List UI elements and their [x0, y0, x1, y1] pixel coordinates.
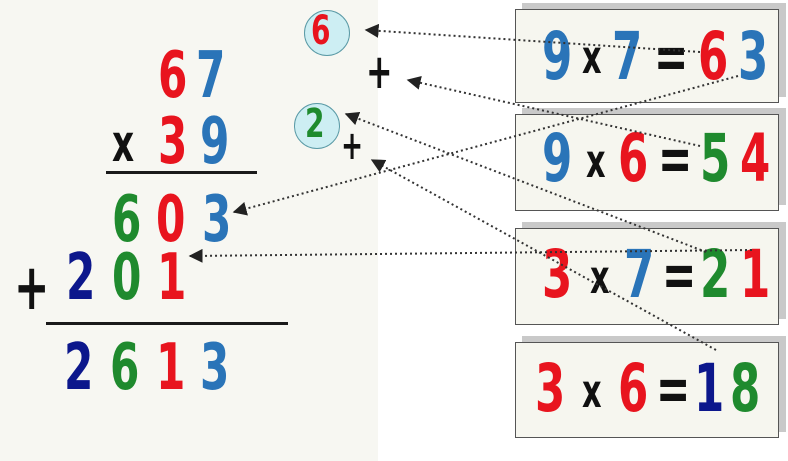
multiplication-panel: [0, 0, 378, 461]
carry-circle-1: [304, 10, 350, 56]
multiplicand-ones-digit: 7: [196, 39, 226, 113]
partial-product-2-digit-2: 0: [112, 241, 142, 315]
partial-product-2-digit-3: 1: [157, 241, 187, 315]
fact-box-3: [515, 228, 779, 325]
arrow-63-to-partial-3: [232, 75, 739, 216]
partial-product-2-digit-1: 2: [66, 241, 96, 315]
partial-product-1-digit-3: 3: [202, 183, 232, 257]
arrow-54-to-plus: [406, 75, 701, 147]
fact-3-factor-a: 3: [542, 236, 573, 313]
fact-box-4: [515, 342, 779, 438]
fact-4-result-ones: 8: [730, 350, 761, 427]
plus-sign: +: [14, 251, 50, 325]
arrow-21-to-partial-1: [188, 248, 753, 263]
arrow-63-to-carry-6: [364, 23, 701, 53]
partial-product-1-digit-2: 0: [156, 183, 186, 257]
carry-digit-1: 6: [311, 8, 331, 54]
arrow-21-to-carry-2: [344, 111, 707, 253]
fact-2-factor-a: 9: [542, 120, 573, 197]
carry-circle-2: [294, 103, 340, 149]
partial-product-1-digit-1: 6: [112, 183, 142, 257]
multiplier-tens-digit: 3: [158, 105, 188, 179]
arrow-18-to-plus: [370, 159, 717, 351]
product-rule: [106, 171, 257, 174]
fact-4-result-tens: 1: [694, 350, 725, 427]
fact-4-equals: =: [656, 352, 691, 425]
fact-4-factor-b: 6: [618, 350, 649, 427]
result-digit-2: 6: [110, 331, 140, 405]
multiply-sign: x: [112, 114, 135, 174]
fact-4-times: x: [582, 364, 602, 418]
fact-2-result-ones: 4: [740, 120, 771, 197]
result-digit-1: 2: [64, 331, 94, 405]
fact-3-result-ones: 1: [740, 236, 771, 313]
result-digit-3: 1: [156, 331, 186, 405]
fact-3-times: x: [590, 250, 610, 304]
carry-plus-1: +: [366, 44, 393, 100]
multiplicand-tens-digit: 6: [158, 39, 188, 113]
fact-2-factor-b: 6: [618, 120, 649, 197]
fact-3-factor-b: 7: [624, 236, 655, 313]
fact-2-times: x: [586, 134, 606, 188]
fact-1-factor-b: 7: [612, 18, 643, 95]
carry-plus-2: +: [341, 123, 364, 169]
fact-box-2: [515, 114, 779, 211]
fact-1-factor-a: 9: [542, 18, 573, 95]
carry-digit-2: 2: [305, 101, 325, 147]
fact-2-result-tens: 5: [700, 120, 731, 197]
fact-2-equals: =: [658, 122, 693, 195]
fact-1-times: x: [582, 30, 602, 84]
sum-rule: [46, 322, 288, 325]
fact-3-equals: =: [662, 238, 697, 311]
fact-box-1: [515, 9, 779, 103]
fact-1-result-tens: 6: [698, 18, 729, 95]
multiplier-ones-digit: 9: [200, 105, 230, 179]
result-digit-4: 3: [200, 331, 230, 405]
fact-1-equals: =: [654, 20, 689, 93]
fact-1-result-ones: 3: [738, 18, 769, 95]
fact-4-factor-a: 3: [535, 350, 566, 427]
